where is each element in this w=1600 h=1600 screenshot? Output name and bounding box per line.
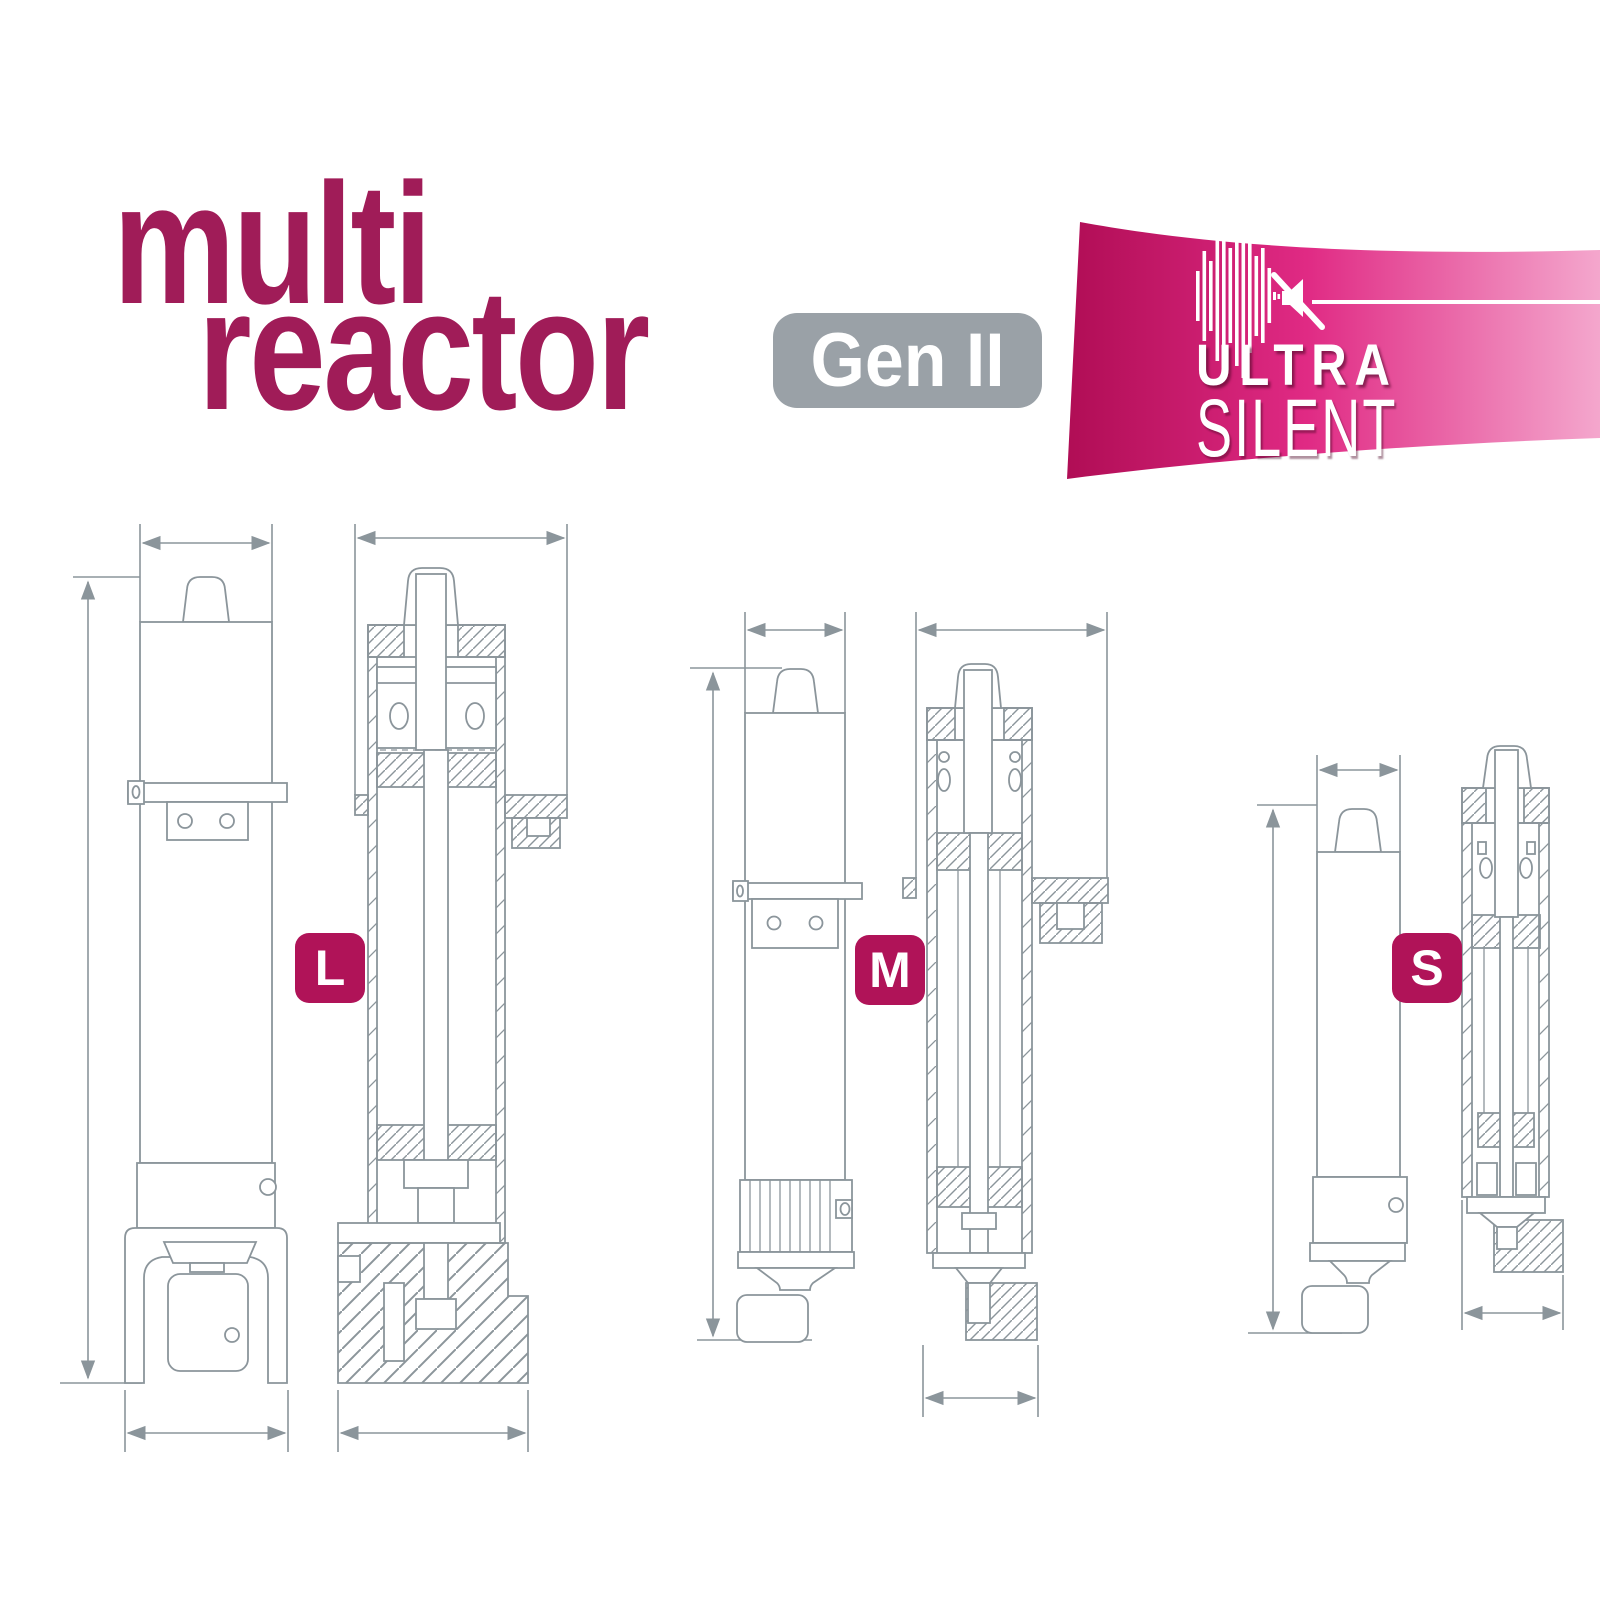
size-badge-s: S bbox=[1392, 933, 1462, 1003]
page-title-line2: reactor bbox=[198, 254, 650, 446]
sound-wave-icon bbox=[1196, 213, 1281, 378]
reactor-m-section-view bbox=[902, 663, 1109, 1341]
reactor-s-section-view bbox=[1461, 745, 1564, 1273]
reactor-s-exterior-view bbox=[1301, 808, 1408, 1334]
reactor-l-section-view bbox=[337, 567, 568, 1384]
dimension-lines-s bbox=[1248, 755, 1564, 1334]
page-title-line1: multi bbox=[113, 148, 432, 340]
ultra-label: ULTRA bbox=[1196, 333, 1398, 398]
dimension-lines-l bbox=[60, 524, 568, 1452]
silent-label: SILENT bbox=[1196, 383, 1398, 474]
drawing-m bbox=[690, 612, 1109, 1417]
reactor-m-exterior-view bbox=[732, 668, 863, 1343]
generation-badge: Gen II bbox=[773, 313, 1042, 408]
generation-badge-label: Gen II bbox=[810, 318, 1005, 403]
size-badge-l: L bbox=[295, 933, 365, 1003]
size-badge-m: M bbox=[855, 935, 925, 1005]
drawing-s bbox=[1248, 745, 1564, 1334]
ultra-silent-banner bbox=[1067, 213, 1600, 479]
drawing-l bbox=[60, 524, 568, 1452]
reactor-l-exterior-view bbox=[124, 576, 288, 1384]
muted-speaker-icon bbox=[1271, 272, 1325, 330]
